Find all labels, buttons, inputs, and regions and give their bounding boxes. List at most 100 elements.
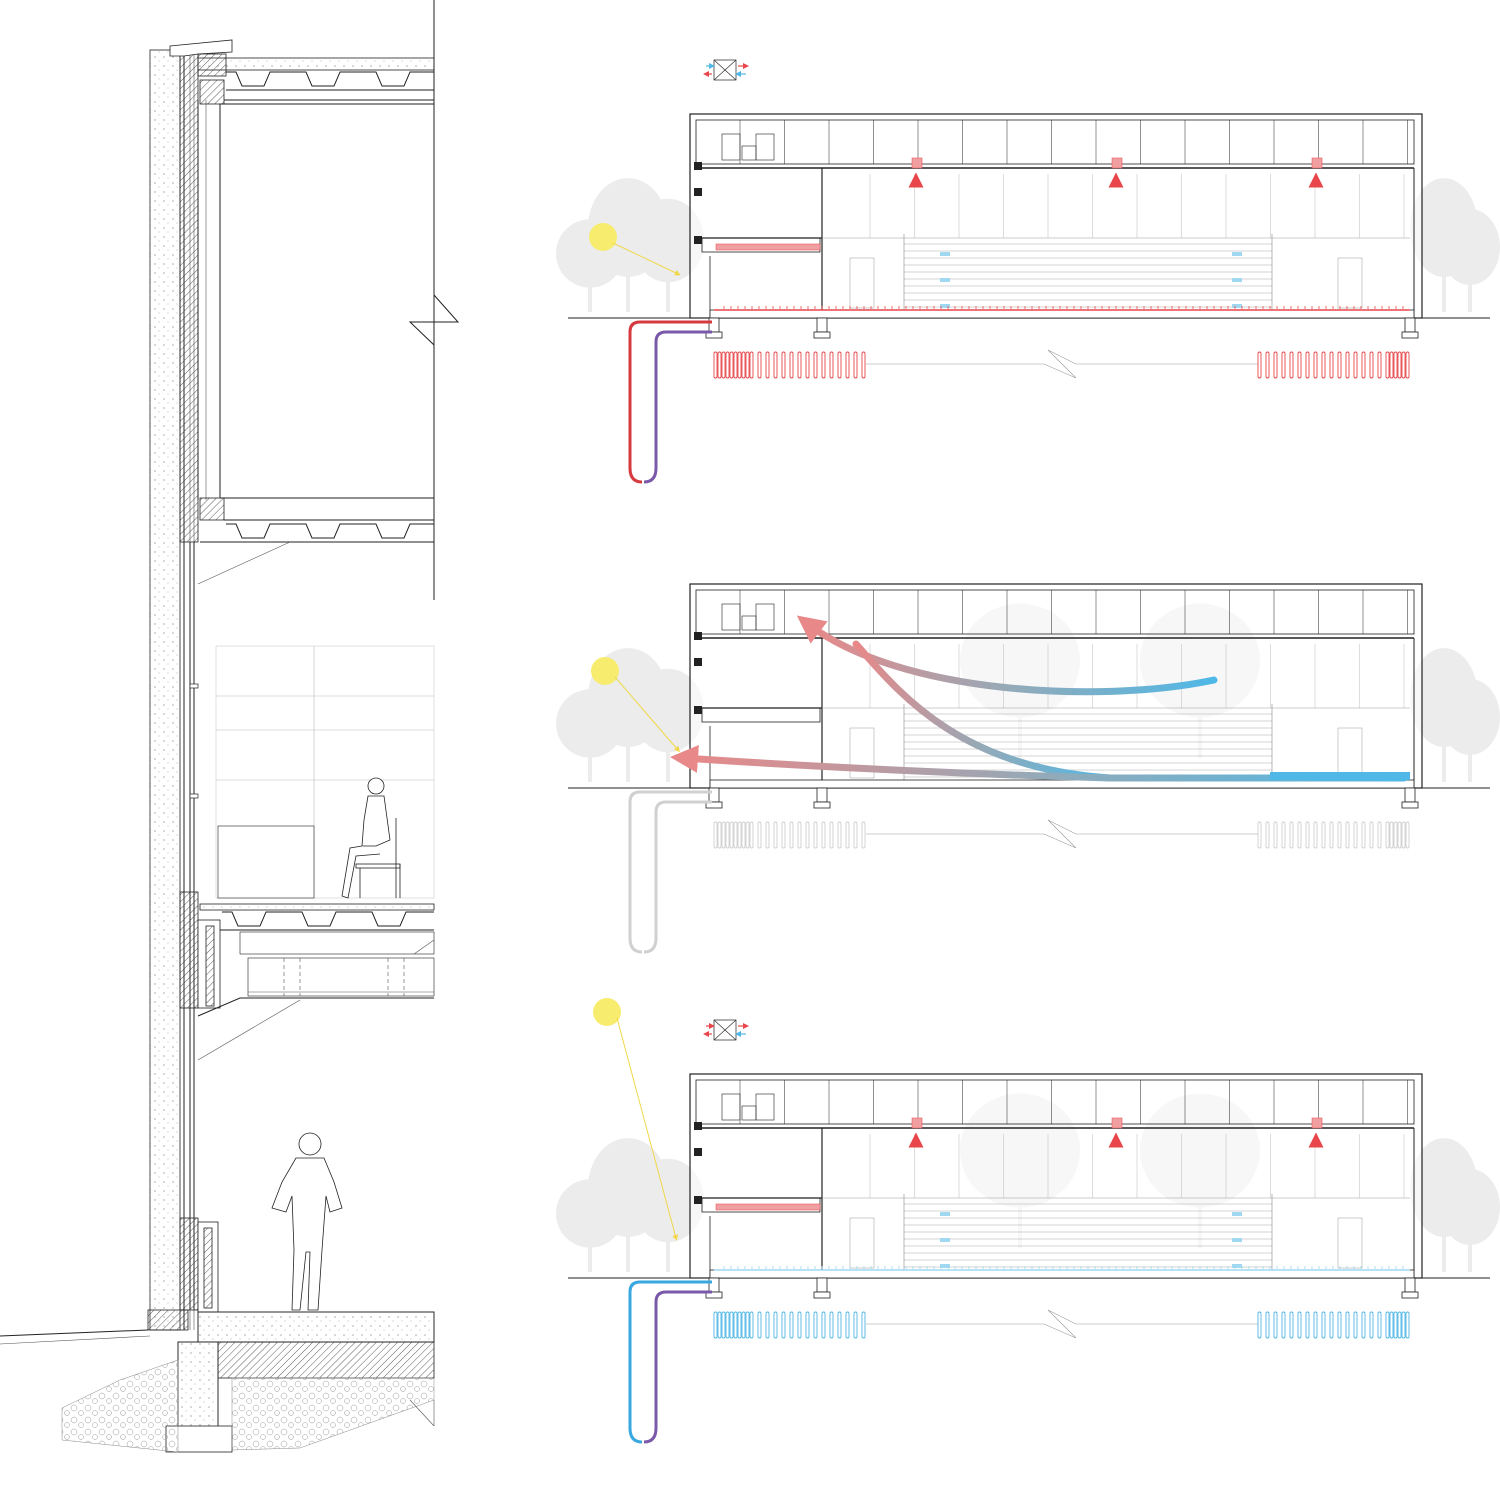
collector-loop <box>1361 1311 1366 1339</box>
footing <box>708 787 720 803</box>
collector-loop <box>797 821 802 849</box>
door <box>1337 257 1363 309</box>
collector-loop <box>1281 351 1286 379</box>
climate-diagrams <box>556 113 1500 1444</box>
ground-slab <box>709 1269 1415 1279</box>
collector-loop <box>1369 351 1374 379</box>
footing-pad <box>1401 1291 1419 1299</box>
tree-crown <box>1440 1169 1500 1245</box>
structure-node <box>694 632 702 640</box>
collector-loop <box>1337 1311 1342 1339</box>
roof-equipment <box>721 603 741 631</box>
footing <box>816 787 828 803</box>
collector-loop <box>829 351 834 379</box>
collector-loop <box>1265 351 1270 379</box>
collector-loop <box>1273 821 1278 849</box>
building-outline <box>689 583 1423 789</box>
cross-vent-arrow-upper <box>796 615 1218 696</box>
collector-loop <box>1257 821 1262 849</box>
collector-loop <box>765 821 770 849</box>
exhaust-vent <box>1311 1117 1323 1129</box>
collector-loop <box>805 821 810 849</box>
collector-loop <box>1397 1311 1402 1339</box>
supply-vent <box>1232 278 1242 282</box>
collector-loop <box>721 351 726 379</box>
background-trees <box>556 178 1500 312</box>
collector-loop <box>821 351 826 379</box>
roof-equipment <box>741 1105 757 1121</box>
collector-loop <box>1385 351 1390 379</box>
collector-loop <box>729 1311 734 1339</box>
foundation <box>0 1309 435 1453</box>
sun-ray <box>614 676 680 753</box>
collector-loop <box>717 821 722 849</box>
collector-loop <box>1297 351 1302 379</box>
loop-supply <box>628 790 712 954</box>
collector-loop <box>1401 821 1406 849</box>
cross-vent-arrow-mid <box>852 640 1114 782</box>
sun-icon <box>591 657 619 685</box>
collector-loop <box>1393 351 1398 379</box>
structure-node <box>694 162 702 170</box>
structure-node <box>694 188 702 196</box>
roof-equipment <box>741 615 757 631</box>
collector-loop <box>1321 1311 1326 1339</box>
section-diagram-winter-heating <box>556 113 1500 484</box>
collector-loop <box>737 821 742 849</box>
collector-loop <box>845 351 850 379</box>
collector-loop <box>741 351 746 379</box>
collector-loop <box>1265 821 1270 849</box>
collector-loop <box>1297 1311 1302 1339</box>
collector-loop <box>1297 821 1302 849</box>
structure-node <box>694 1122 702 1130</box>
collector-loop <box>1305 1311 1310 1339</box>
collector-loop <box>749 351 754 379</box>
building-outline <box>689 113 1423 319</box>
collector-loop <box>1389 821 1394 849</box>
loop-return <box>643 330 712 484</box>
collector-loop <box>1377 351 1382 379</box>
collector-loop <box>721 1311 726 1339</box>
collector-loop <box>757 351 762 379</box>
collector-loop <box>861 1311 866 1339</box>
supply-vent <box>1232 1238 1242 1242</box>
mezzanine-slab <box>701 707 821 723</box>
collector-loop <box>1353 351 1358 379</box>
collector-loop <box>861 351 866 379</box>
collector-loop <box>781 351 786 379</box>
break-line <box>866 819 1258 849</box>
collector-loop <box>1405 1311 1410 1339</box>
footing <box>816 317 828 333</box>
loop-return <box>643 1290 712 1444</box>
collector-loop <box>1369 821 1374 849</box>
borehole-loop <box>628 1280 712 1444</box>
collector-loop <box>733 821 738 849</box>
roof-slab <box>197 57 435 105</box>
structure-node <box>694 236 702 244</box>
collector-loop <box>1257 351 1262 379</box>
collector-loop <box>853 351 858 379</box>
collector-loop <box>1385 821 1390 849</box>
supply-duct <box>715 243 821 251</box>
collector-loop <box>1361 351 1366 379</box>
collector-loop <box>845 1311 850 1339</box>
collector-loop <box>829 821 834 849</box>
standing-person-icon <box>271 1132 343 1311</box>
collector-loop <box>745 821 750 849</box>
door <box>1337 1217 1363 1269</box>
collector-loop <box>1281 821 1286 849</box>
borehole-loop <box>628 790 712 954</box>
collector-loop <box>1389 351 1394 379</box>
collector-loop <box>757 1311 762 1339</box>
cross-vent-arrow-lower <box>670 744 1408 782</box>
ground-heat-collector <box>713 349 1410 379</box>
collector-loop <box>845 821 850 849</box>
collector-loop <box>713 1311 718 1339</box>
collector-loop <box>1393 1311 1398 1339</box>
collector-loop <box>1265 1311 1270 1339</box>
collector-loop <box>1385 1311 1390 1339</box>
sun-ray <box>616 1017 679 1241</box>
collector-loop <box>765 1311 770 1339</box>
